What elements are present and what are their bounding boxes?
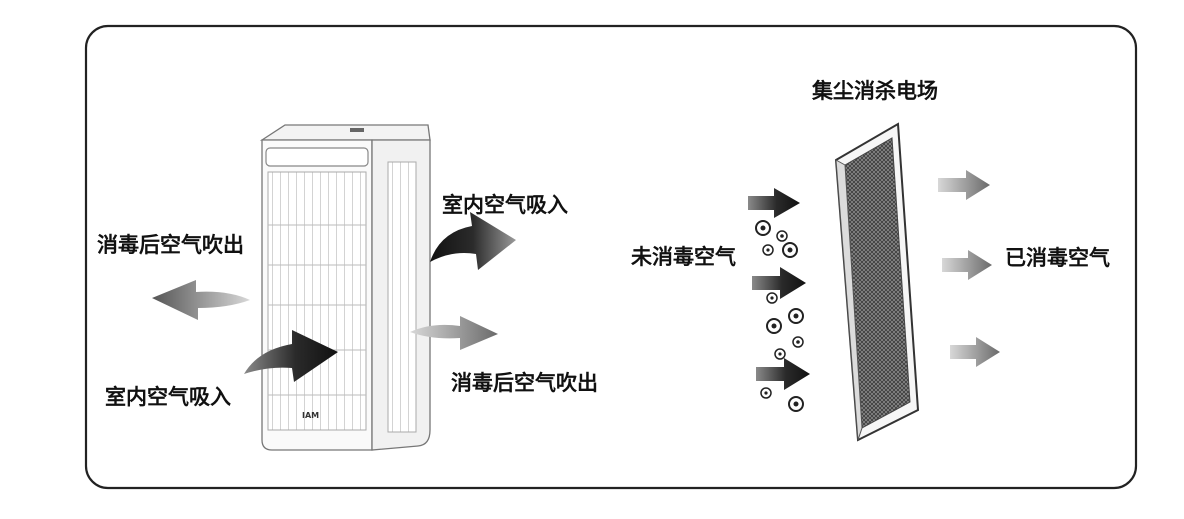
front-grille [267,171,367,431]
label-intake-bottom: 室内空气吸入 [105,385,231,409]
air-purifier-device: IAM [259,124,431,451]
particles [755,220,804,412]
label-treated-air: 已消毒空气 [1005,246,1110,270]
incoming-arrow-1 [748,188,800,218]
outlet-arrow-left [152,280,250,320]
outgoing-arrow-2 [942,250,992,280]
incoming-arrow-2 [752,267,806,299]
incoming-arrow-3 [756,358,810,390]
side-intake-grille [387,161,417,433]
device-logo: IAM [302,411,319,420]
intake-arrow-bottom [244,330,338,382]
dust-collection-filter [834,122,920,442]
label-outlet-right: 消毒后空气吹出 [451,371,598,395]
label-outlet-left: 消毒后空气吹出 [97,233,244,257]
outlet-arrow-right [410,316,498,350]
label-filter-title: 集尘消杀电场 [811,79,938,103]
intake-arrow-top [430,212,516,270]
label-untreated-air: 未消毒空气 [631,245,736,269]
label-intake-top: 室内空气吸入 [442,193,568,217]
outgoing-arrow-1 [938,170,990,200]
outgoing-arrow-3 [950,337,1000,367]
